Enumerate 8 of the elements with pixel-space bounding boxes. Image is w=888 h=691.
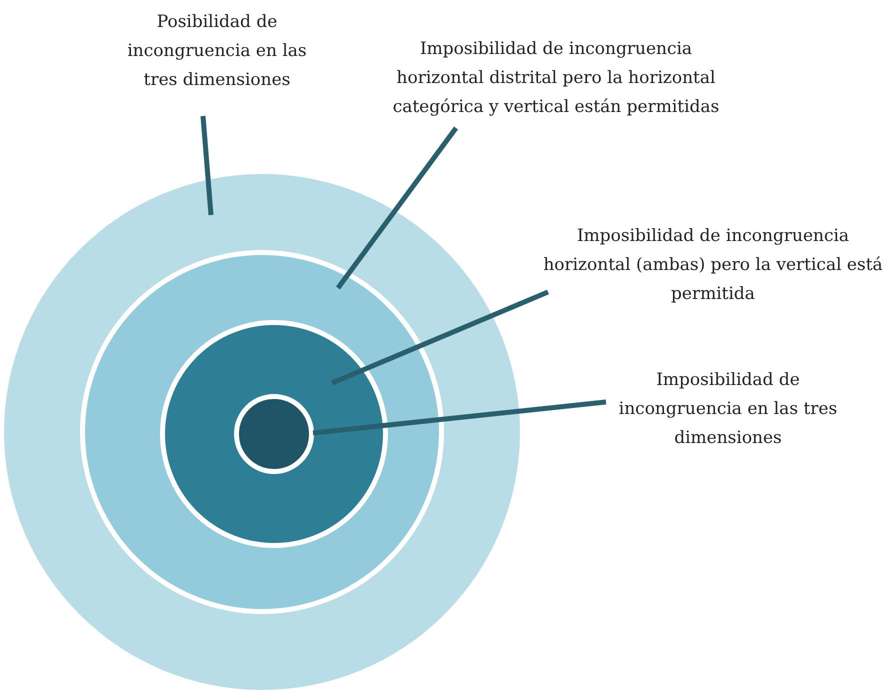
leader-line	[312, 400, 606, 436]
leader-line	[336, 126, 458, 290]
zone-label: Imposibilidad de incongruencia en las tres dimensiones	[618, 366, 838, 453]
zone-label: Imposibilidad de incongruencia horizontal distrital pero la horizontal categórica y vertical están permitidas	[391, 35, 721, 122]
zone-label: Posibilidad de incongruencia en las tres dimensiones	[122, 8, 312, 95]
zone-label: Imposibilidad de incongruencia horizontal (ambas) pero la vertical está permitida	[543, 222, 883, 309]
leader-line	[331, 290, 549, 386]
leader-line	[200, 116, 214, 216]
